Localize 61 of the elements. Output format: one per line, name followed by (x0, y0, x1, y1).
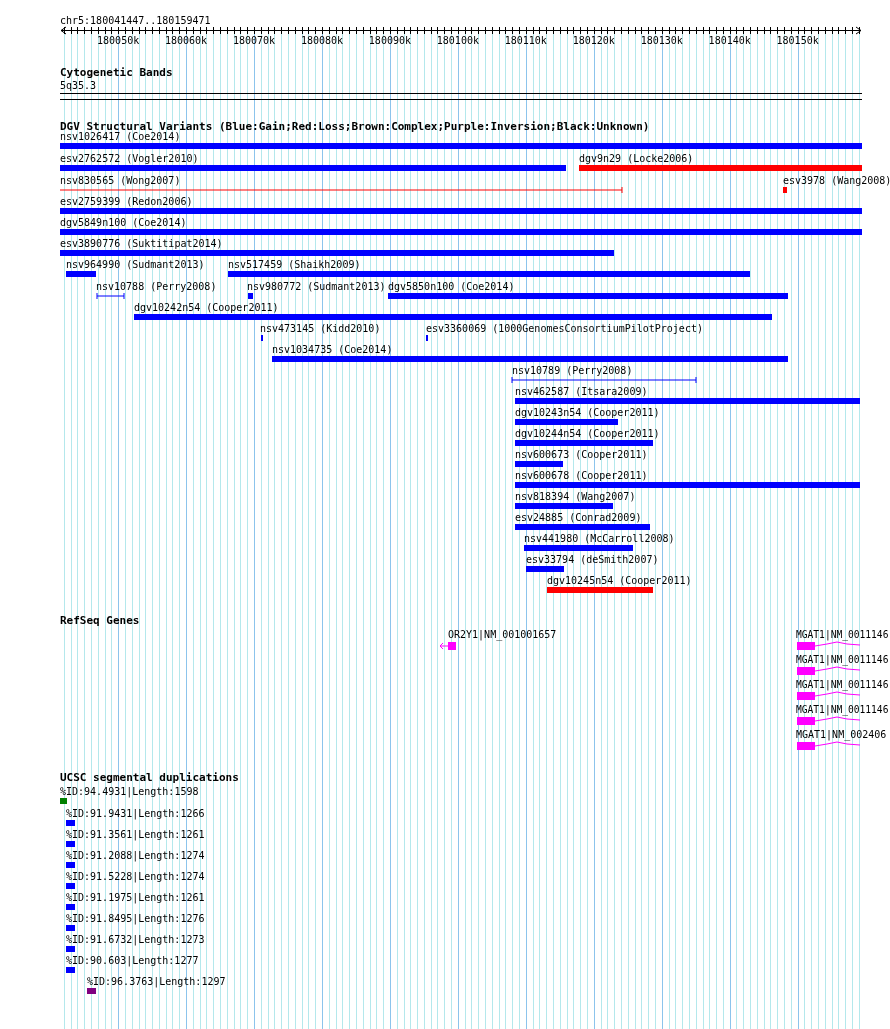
coordinate-label: chr5:180041447..180159471 (60, 15, 211, 27)
variant-label: dgv5850n100 (Coe2014) (388, 281, 515, 293)
variant-label: esv24885 (Conrad2009) (515, 512, 642, 524)
variant-label: nsv600678 (Cooper2011) (515, 470, 648, 482)
band-label: 5q35.3 (60, 80, 97, 92)
gene-label: MGAT1|NM_0011146 (796, 654, 889, 666)
variant-label: nsv10788 (Perry2008) (96, 281, 217, 293)
variant-label: dgv10242n54 (Cooper2011) (134, 302, 279, 314)
duplication-label: %ID:94.4931|Length:1598 (60, 786, 199, 798)
variant-label: dgv10244n54 (Cooper2011) (515, 428, 660, 440)
variant-label: esv2759399 (Redon2006) (60, 196, 193, 208)
variant-label: nsv1034735 (Coe2014) (272, 344, 393, 356)
variant-label: nsv1026417 (Coe2014) (60, 131, 181, 143)
track-title: Cytogenetic Bands (60, 67, 173, 79)
tick-label: 180100k (436, 35, 479, 47)
tick-label: 180070k (232, 35, 276, 47)
variant-label: nsv818394 (Wang2007) (515, 491, 636, 503)
gene-label: MGAT1|NM_0011146 (796, 679, 889, 691)
tick-label: 180150k (776, 35, 819, 47)
duplication-label: %ID:91.8495|Length:1276 (66, 913, 205, 925)
duplication-label: %ID:91.6732|Length:1273 (66, 934, 205, 946)
duplication-label: %ID:91.2088|Length:1274 (66, 850, 205, 862)
variant-label: nsv517459 (Shaikh2009) (228, 259, 361, 271)
tick-label: 180090k (368, 35, 411, 47)
variant-label: esv33794 (deSmith2007) (526, 554, 659, 566)
tick-label: 180120k (572, 35, 615, 47)
tick-label: 180130k (640, 35, 683, 47)
variant-label: esv2762572 (Vogler2010) (60, 153, 199, 165)
variant-label: nsv830565 (Wong2007) (60, 175, 181, 187)
variant-label: nsv441980 (McCarroll2008) (524, 533, 675, 545)
gene-label: MGAT1|NM_002406 (796, 729, 887, 741)
variant-label: nsv964990 (Sudmant2013) (66, 259, 205, 271)
variant-label: nsv980772 (Sudmant2013) (247, 281, 386, 293)
tick-label: 180110k (504, 35, 547, 47)
duplication-label: %ID:96.3763|Length:1297 (87, 976, 226, 988)
variant-label: nsv600673 (Cooper2011) (515, 449, 648, 461)
duplication-label: %ID:91.3561|Length:1261 (66, 829, 205, 841)
variant-label: dgv9n29 (Locke2006) (579, 153, 694, 165)
track-title: UCSC segmental duplications (60, 772, 239, 784)
tick-label: 180050k (97, 35, 140, 47)
variant-label: dgv5849n100 (Coe2014) (60, 217, 187, 229)
duplication-label: %ID:90.603|Length:1277 (66, 955, 199, 967)
duplication-label: %ID:91.5228|Length:1274 (66, 871, 205, 883)
track-title: RefSeq Genes (60, 615, 140, 627)
variant-label: dgv10245n54 (Cooper2011) (547, 575, 692, 587)
variant-label: dgv10243n54 (Cooper2011) (515, 407, 660, 419)
variant-label: esv3890776 (Suktitipat2014) (60, 238, 223, 250)
duplication-label: %ID:91.9431|Length:1266 (66, 808, 205, 820)
variant-label: esv3360069 (1000GenomesConsortiumPilotProject) (426, 323, 703, 335)
tick-label: 180140k (708, 35, 751, 47)
variant-label: nsv473145 (Kidd2010) (260, 323, 381, 335)
tick-label: 180080k (300, 35, 344, 47)
gene-label: MGAT1|NM_0011146 (796, 629, 889, 641)
gene-label: MGAT1|NM_0011146 (796, 704, 889, 716)
track-title: DGV Structural Variants (Blue:Gain;Red:Loss;Brown:Complex;Purple:Inversion;Black:Unknown) (60, 121, 650, 133)
tick-label: 180060k (165, 35, 208, 47)
variant-label: esv3978 (Wang2008) (783, 175, 890, 187)
duplication-label: %ID:91.1975|Length:1261 (66, 892, 205, 904)
variant-label: nsv10789 (Perry2008) (512, 365, 633, 377)
variant-label: nsv462587 (Itsara2009) (515, 386, 648, 398)
gene-label: OR2Y1|NM_001001657 (448, 629, 557, 641)
